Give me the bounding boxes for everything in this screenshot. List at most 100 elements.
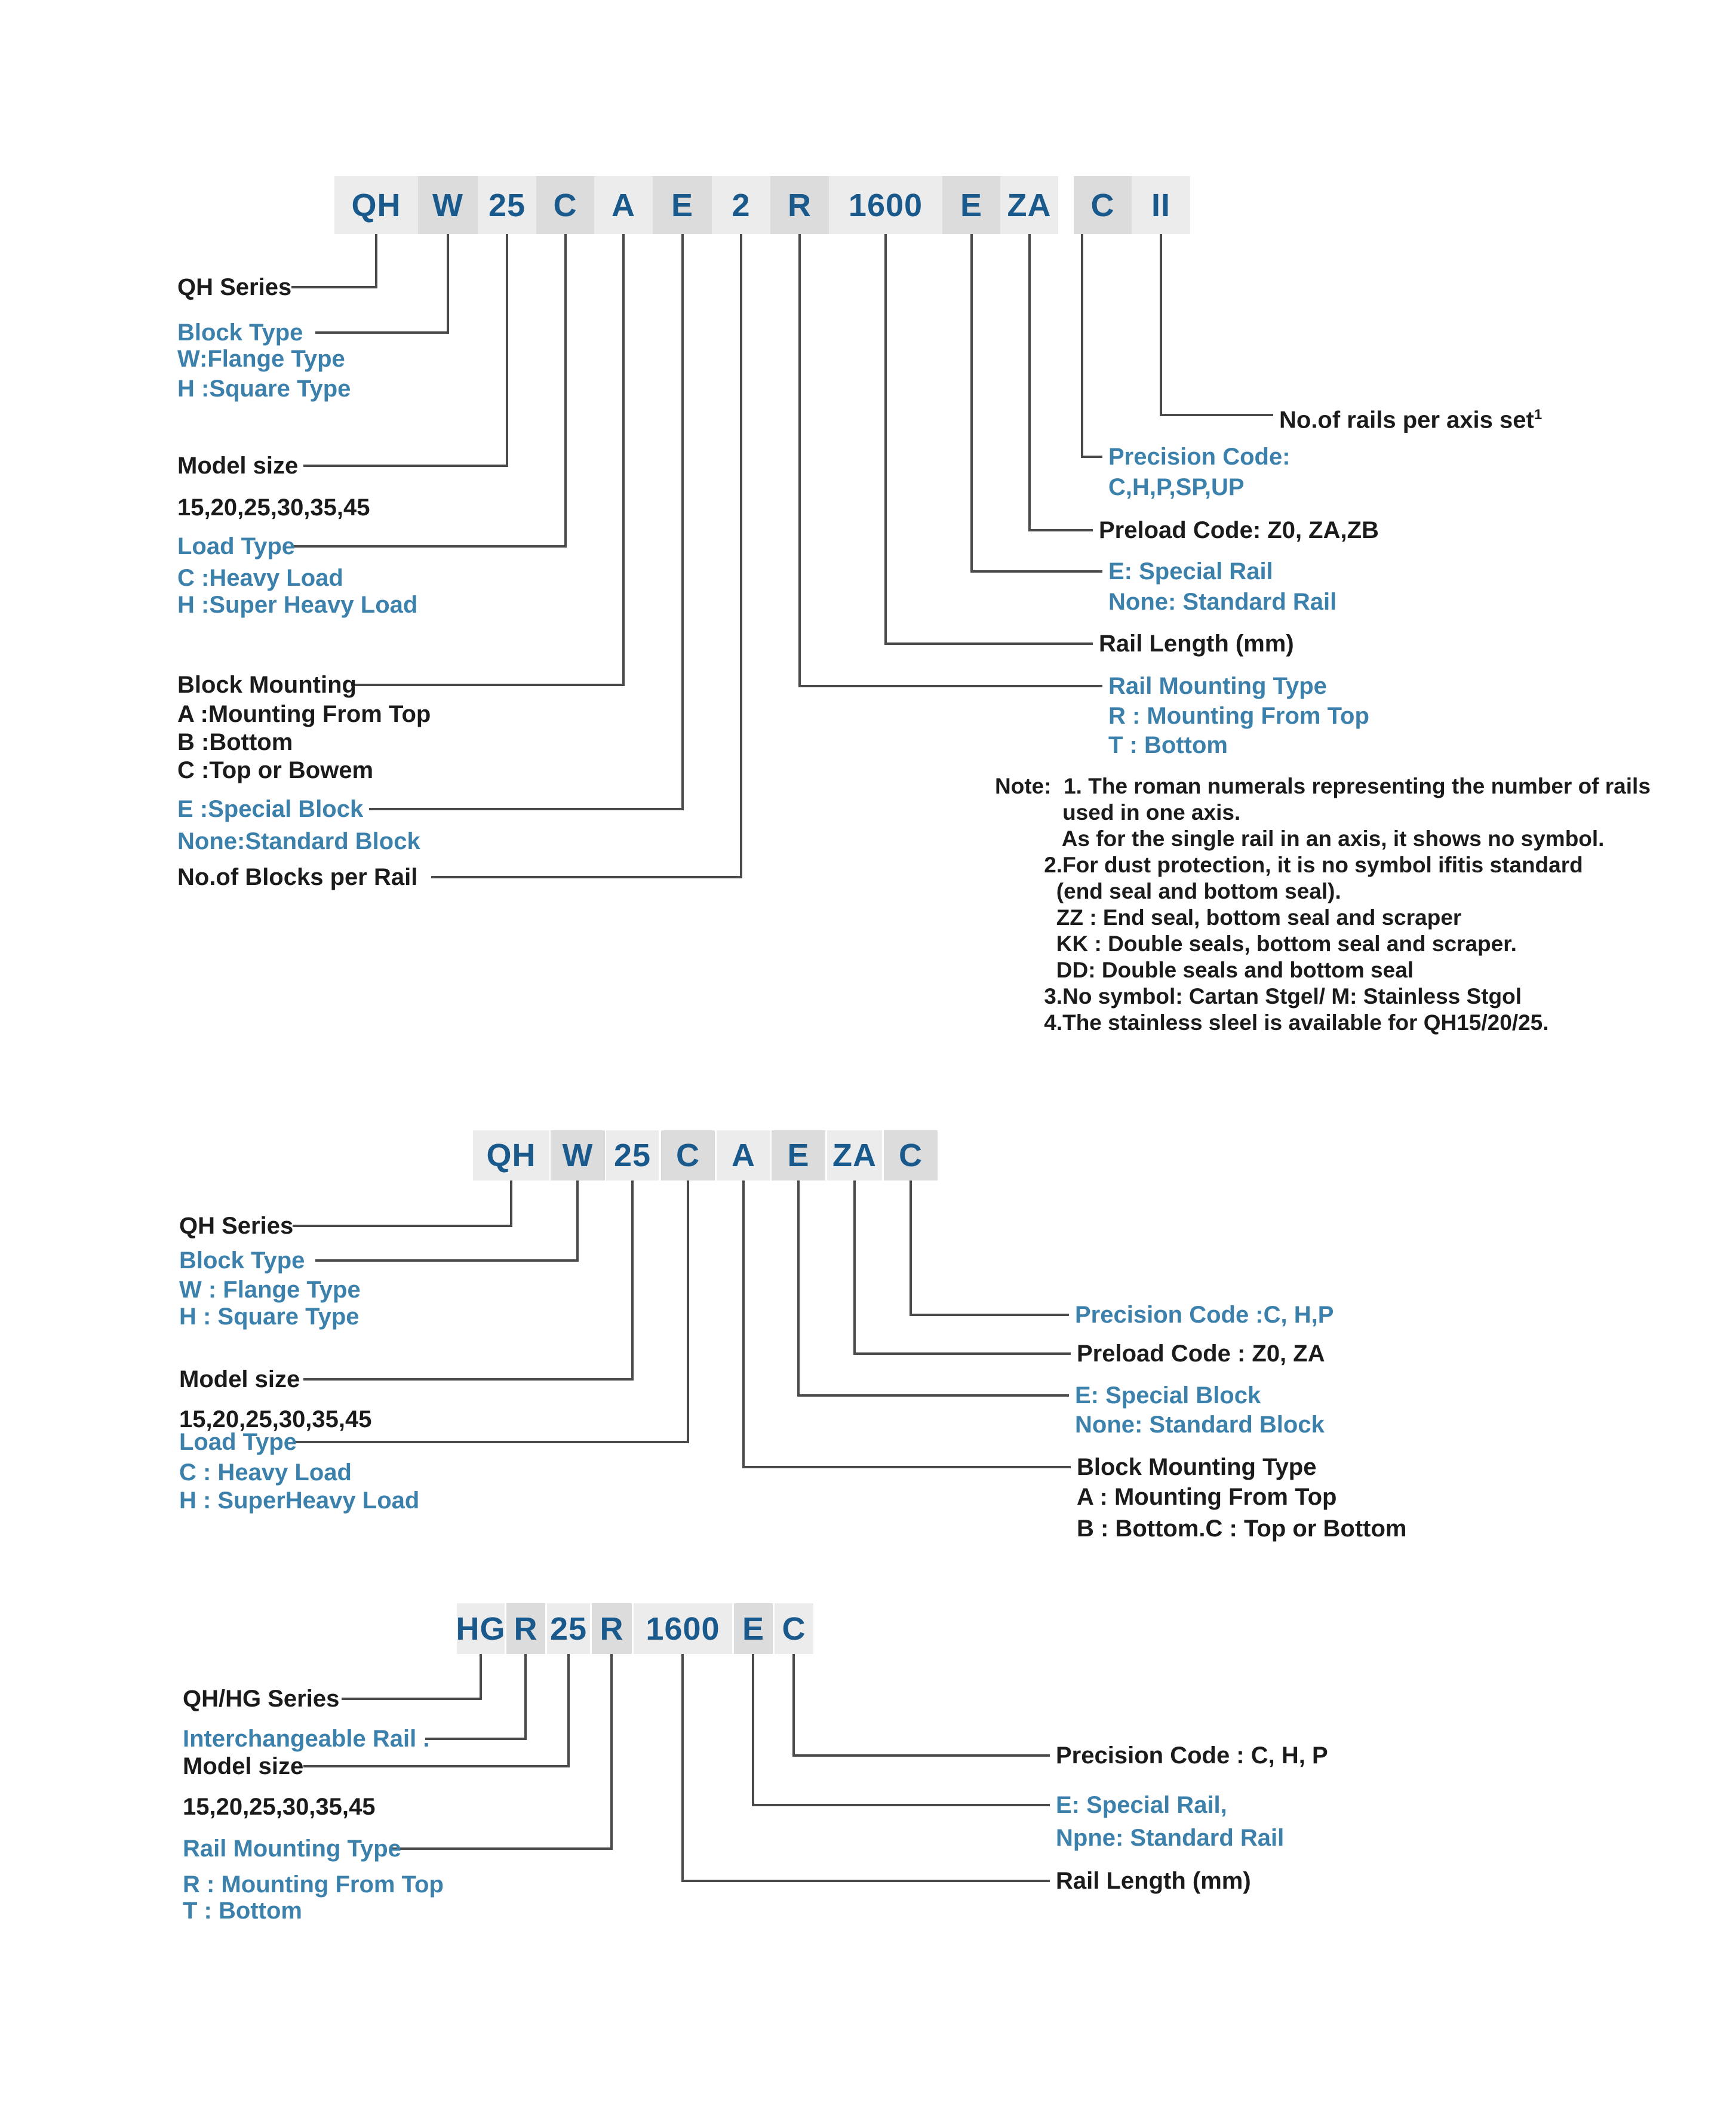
label-none-std-block: None:Standard Block — [177, 828, 420, 854]
code2-segment-a: A — [717, 1130, 770, 1180]
label-h-super: H :Super Heavy Load — [177, 592, 418, 618]
code-segment-w: W — [418, 176, 478, 234]
label-qh-series: QH Series — [177, 274, 292, 300]
code-segment-1600: 1600 — [829, 176, 942, 234]
connector — [970, 234, 1102, 573]
label-blocks-per-rail: No.of Blocks per Rail — [177, 864, 418, 890]
label-t-bottom: T : Bottom — [1108, 732, 1228, 758]
label2-sizes: 15,20,25,30,35,45 — [179, 1406, 372, 1432]
label-none-std-rail: None: Standard Rail — [1108, 589, 1337, 615]
code3-segment-e: E — [734, 1603, 773, 1654]
label-load-type: Load Type — [177, 533, 296, 559]
label-r-top: R : Mounting From Top — [1108, 703, 1369, 729]
code-segment-a: A — [594, 176, 653, 234]
label2-c-heavy: C : Heavy Load — [179, 1459, 352, 1486]
code3-segment-c: C — [775, 1603, 813, 1654]
label3-rail-length: Rail Length (mm) — [1056, 1868, 1251, 1894]
label3-series: QH/HG Series — [183, 1686, 340, 1712]
connector — [315, 1180, 579, 1262]
label-a-top: A :Mounting From Top — [177, 701, 431, 727]
label-h-square: H :Square Type — [177, 376, 351, 402]
label3-sizes: 15,20,25,30,35,45 — [183, 1794, 376, 1820]
connector — [342, 1654, 482, 1700]
connector — [798, 234, 1102, 687]
code2-segment-c: C — [661, 1130, 715, 1180]
connector — [792, 1654, 1050, 1757]
code3-segment-25: 25 — [547, 1603, 590, 1654]
label2-block-type: Block Type — [179, 1247, 305, 1274]
label2-load-type: Load Type — [179, 1429, 297, 1455]
label-preload: Preload Code: Z0, ZA,ZB — [1099, 517, 1379, 543]
label2-model-size: Model size — [179, 1366, 300, 1392]
label2-e-special: E: Special Block — [1075, 1382, 1261, 1409]
connector — [425, 1654, 527, 1740]
code-segment-r: R — [770, 176, 829, 234]
label-w-flange: W:Flange Type — [177, 346, 345, 372]
code2-segment-e: E — [772, 1130, 825, 1180]
label-block-type: Block Type — [177, 319, 303, 346]
rails-per-axis-footnote: 1 — [1534, 407, 1543, 423]
connector — [1028, 234, 1093, 531]
label2-h-square: H : Square Type — [179, 1303, 360, 1330]
label3-e-special-rail: E: Special Rail, — [1056, 1792, 1227, 1818]
label3-interchangeable: Interchangeable Rail . — [183, 1726, 430, 1752]
label-model-size: Model size — [177, 453, 299, 479]
label2-block-mounting: Block Mounting Type — [1077, 1454, 1317, 1480]
connector — [853, 1180, 1071, 1355]
label3-r-top: R : Mounting From Top — [183, 1871, 444, 1898]
connector — [293, 1180, 512, 1227]
code-segment-25: 25 — [478, 176, 536, 234]
label-e-special-block: E :Special Block — [177, 796, 364, 822]
code2-segment-za: ZA — [827, 1130, 882, 1180]
code-segment-2: 2 — [712, 176, 770, 234]
code2-segment-c2: C — [884, 1130, 938, 1180]
connector — [910, 1180, 1069, 1316]
label3-precision: Precision Code : C, H, P — [1056, 1742, 1328, 1769]
label2-h-super: H : SuperHeavy Load — [179, 1487, 420, 1514]
code-segment-za: ZA — [1000, 176, 1058, 234]
code2-segment-qh: QH — [473, 1130, 549, 1180]
label-rail-length: Rail Length (mm) — [1099, 631, 1294, 657]
connector — [291, 234, 377, 288]
label-rail-mounting: Rail Mounting Type — [1108, 673, 1327, 699]
code-segment-c2: C — [1074, 176, 1132, 234]
note-block: Note: 1. The roman numerals representing… — [995, 774, 1651, 1035]
connector — [291, 234, 567, 548]
connector — [369, 234, 684, 810]
code3-segment-r2: R — [592, 1603, 632, 1654]
label-c-top-bowem: C :Top or Bowem — [177, 757, 374, 783]
label-e-special-rail: E: Special Rail — [1108, 558, 1273, 585]
code-segment-c: C — [536, 176, 594, 234]
label2-w-flange: W : Flange Type — [179, 1277, 361, 1303]
label3-rail-mounting: Rail Mounting Type — [183, 1836, 401, 1862]
code-segment-e2: E — [942, 176, 1000, 234]
connector — [752, 1654, 1050, 1806]
connector — [391, 1654, 613, 1850]
label-precision: Precision Code: — [1108, 444, 1291, 470]
connector — [315, 234, 449, 334]
connector — [431, 234, 742, 878]
label3-npne-std-rail: Npne: Standard Rail — [1056, 1825, 1285, 1851]
code3-segment-r: R — [506, 1603, 545, 1654]
connector — [797, 1180, 1069, 1397]
code2-segment-25: 25 — [606, 1130, 659, 1180]
label3-model-size: Model size — [183, 1753, 304, 1779]
connector — [303, 1654, 570, 1767]
code-segment-ii: II — [1132, 176, 1190, 234]
label2-preload: Preload Code : Z0, ZA — [1077, 1341, 1325, 1367]
label-block-mounting: Block Mounting — [177, 672, 357, 698]
connector — [303, 234, 508, 467]
label2-b-bottom-c: B : Bottom.C : Top or Bottom — [1077, 1515, 1407, 1542]
connector — [742, 1180, 1071, 1468]
connector — [681, 1654, 1050, 1882]
rails-per-axis-text: No.of rails per axis set — [1279, 407, 1534, 434]
label-c-heavy: C :Heavy Load — [177, 565, 343, 591]
label-rails-per-axis: No.of rails per axis set1 — [1279, 400, 1543, 434]
code-segment-e: E — [653, 176, 712, 234]
label2-none-std: None: Standard Block — [1075, 1412, 1325, 1438]
connector — [351, 234, 625, 686]
code2-segment-w: W — [551, 1130, 605, 1180]
code3-segment-1600: 1600 — [634, 1603, 732, 1654]
label2-qh-series: QH Series — [179, 1213, 294, 1239]
